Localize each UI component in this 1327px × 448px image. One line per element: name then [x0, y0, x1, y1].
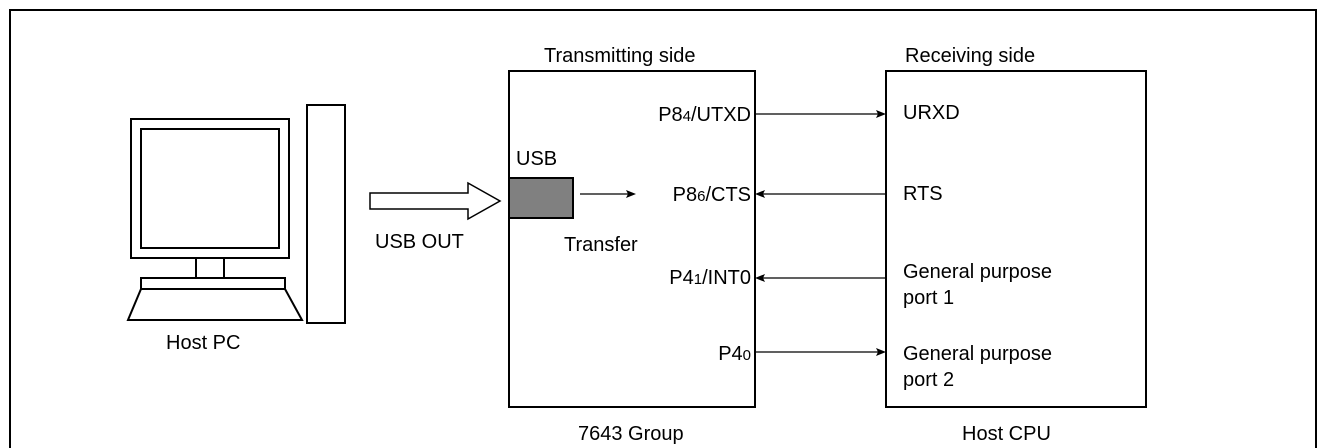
pin-name: P4: [669, 267, 693, 289]
signal-rts: RTS: [903, 182, 943, 206]
monitor-stand: [196, 258, 224, 278]
pin-p40: P40: [718, 342, 751, 368]
monitor-inner: [141, 129, 279, 248]
pin-p41-int0: P41/INT0: [669, 266, 751, 292]
monitor-outer: [131, 119, 289, 258]
pin-function: /INT0: [702, 267, 751, 289]
signal-gp-port-1: General purpose port 1: [903, 259, 1052, 311]
pin-subscript: 1: [694, 271, 702, 288]
transmitter-caption: 7643 Group: [578, 422, 684, 446]
signal-urxd: URXD: [903, 101, 960, 125]
pin-p84-utxd: P84/UTXD: [658, 103, 751, 129]
keyboard-top: [141, 278, 285, 289]
usb-out-label: USB OUT: [375, 230, 464, 254]
usb-out-arrow: [370, 183, 500, 219]
usb-label: USB: [516, 147, 557, 171]
pin-name: P8: [658, 104, 682, 126]
pin-function: /UTXD: [691, 104, 751, 126]
pin-subscript: 4: [683, 108, 691, 125]
pin-name: P4: [718, 343, 742, 365]
pc-tower: [307, 105, 345, 323]
host-pc-icon: [128, 105, 345, 323]
pin-p86-cts: P86/CTS: [673, 183, 751, 209]
pin-function: /CTS: [705, 184, 751, 206]
receiver-title: Receiving side: [905, 44, 1035, 68]
pin-name: P8: [673, 184, 697, 206]
pin-subscript: 0: [743, 347, 751, 364]
usb-block: [509, 178, 573, 218]
receiver-caption: Host CPU: [962, 422, 1051, 446]
keyboard-base: [128, 289, 302, 320]
transfer-label: Transfer: [564, 233, 638, 257]
transmitter-title: Transmitting side: [544, 44, 696, 68]
signal-gp-port-2: General purpose port 2: [903, 341, 1052, 393]
host-pc-label: Host PC: [166, 331, 240, 355]
